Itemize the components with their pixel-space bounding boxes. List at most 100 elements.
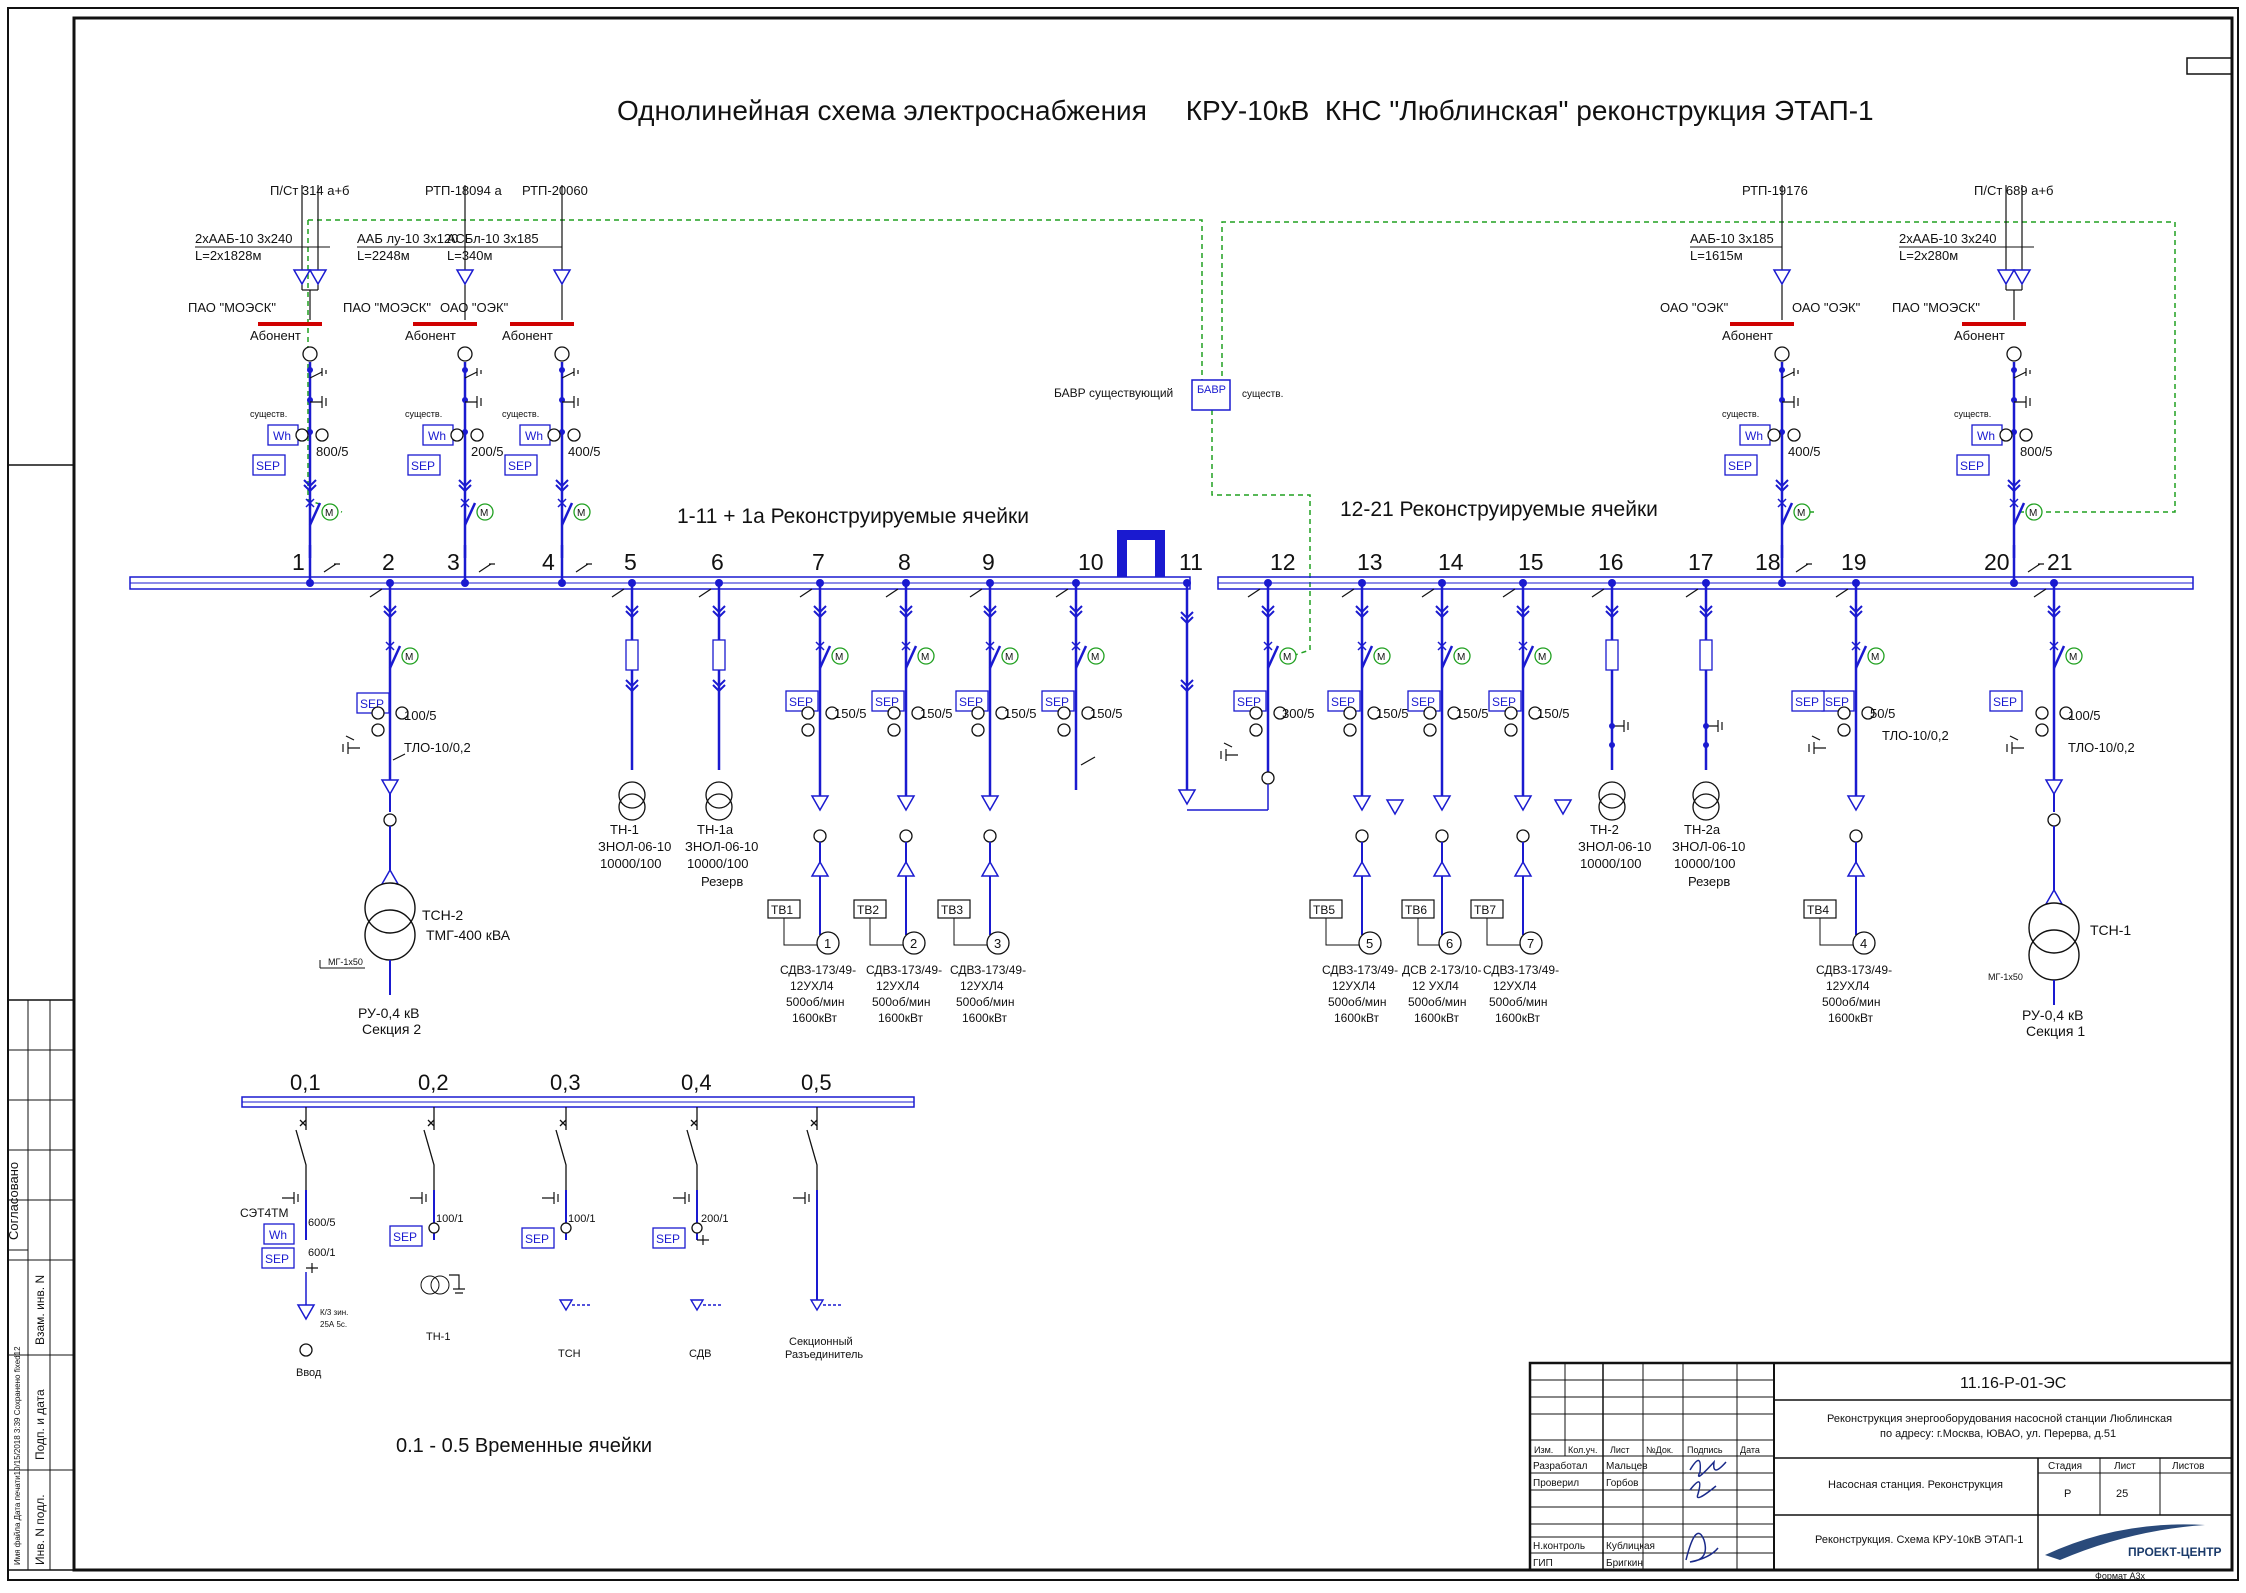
sep-relay-label: SEP xyxy=(1411,695,1435,709)
cell-number: 10 xyxy=(1078,549,1104,575)
junction-dot xyxy=(2011,429,2017,435)
meter-label: Wh xyxy=(273,429,291,443)
tv-label: ТВ5 xyxy=(1313,903,1335,917)
motor-icon xyxy=(816,931,840,955)
tlo-label: ТЛО-10/0,2 xyxy=(404,740,471,755)
ct-ring-icon xyxy=(1057,706,1071,720)
earth-switch-icon xyxy=(342,742,360,754)
motor-icon xyxy=(1358,931,1382,955)
temp-k3b: 25А 5с. xyxy=(320,1320,347,1329)
ct-ring-icon xyxy=(1343,723,1357,737)
stamp-h-izm: Изм. xyxy=(1534,1445,1553,1455)
cable-end-up-icon xyxy=(980,860,1000,877)
junction-dot xyxy=(462,367,468,373)
plug-contact-icon xyxy=(303,479,317,493)
cable-end-down-icon xyxy=(1772,269,1792,286)
breaker-x-icon xyxy=(1263,641,1273,651)
earth-switch-icon xyxy=(1247,588,1261,598)
ct-icon xyxy=(306,1263,318,1273)
signature-3 xyxy=(1685,1532,1719,1563)
motor-type-1: ДСВ 2-173/10- xyxy=(1402,963,1482,977)
motor-drive-label: M xyxy=(405,652,413,663)
junction-dot xyxy=(1703,723,1709,729)
bus-tie-link xyxy=(1117,530,1165,577)
plug-contact-icon xyxy=(1261,605,1275,619)
temp-cell-number: 0,2 xyxy=(418,1070,449,1095)
breaker-x-icon xyxy=(985,641,995,651)
ct-ring-icon xyxy=(302,346,318,362)
feeder-source: П/Ст 314 а+б xyxy=(270,183,349,198)
vt-type: ЗНОЛ-06-10 xyxy=(1672,839,1745,854)
motor-drive-icon xyxy=(573,503,591,521)
feeder-org: ОАО "ОЭК" xyxy=(1660,300,1729,315)
junction-dot xyxy=(1358,579,1366,587)
temp-ct: 100/1 xyxy=(436,1213,464,1225)
feeder-cable: АСБл-10 3х185 xyxy=(447,231,539,246)
ct-ring-icon xyxy=(2059,706,2073,720)
cable-end-down-icon xyxy=(896,795,916,812)
stamp-h-sign: Подпись xyxy=(1687,1445,1723,1455)
plug-contact-icon xyxy=(1435,605,1449,619)
motor-drive-label: M xyxy=(1457,652,1465,663)
breaker-x-icon xyxy=(2049,641,2059,651)
ct-ring-icon xyxy=(299,1343,313,1357)
plug-contact-icon xyxy=(899,605,913,619)
breaker-icon xyxy=(560,502,574,526)
junction-dot xyxy=(1703,742,1709,748)
feeder-ct: 400/5 xyxy=(1788,444,1821,459)
motor-type-2: 12УХЛ4 xyxy=(1826,979,1870,993)
vt-ratio: 10000/100 xyxy=(687,856,748,871)
ct-icon xyxy=(697,1235,709,1245)
motor-drive-label: M xyxy=(1538,652,1546,663)
cable-end-down-icon xyxy=(380,779,400,796)
motor-icon xyxy=(902,931,926,955)
motor-drive-icon xyxy=(2025,503,2043,521)
junction-dot xyxy=(386,579,394,587)
vt-ratio: 10000/100 xyxy=(600,856,661,871)
feeder-org: ПАО "МОЭСК" xyxy=(1892,300,1980,315)
cell-number: 14 xyxy=(1438,549,1464,575)
cable-end-down-icon xyxy=(1385,799,1405,816)
ct-ring-icon xyxy=(1504,723,1518,737)
breaker-icon xyxy=(1521,645,1535,669)
cable-end-down-icon xyxy=(1352,795,1372,812)
motor-drive-label: M xyxy=(921,652,929,663)
vt-type: ЗНОЛ-06-10 xyxy=(685,839,758,854)
bavr-side: существ. xyxy=(1242,389,1283,400)
stamp-code: 11.16-Р-01-ЭС xyxy=(1960,1375,2066,1392)
stamp-h-list: Лист xyxy=(1610,1445,1630,1455)
sep-relay-box xyxy=(504,454,538,476)
breaker-x-icon xyxy=(815,641,825,651)
ct-ring-icon xyxy=(983,829,997,843)
ct-ring-icon xyxy=(428,1222,440,1234)
temp-section-title: 0.1 - 0.5 Временные ячейки xyxy=(396,1435,652,1457)
feeder-source: П/Ст 689 а+б xyxy=(1974,183,2053,198)
sep-relay-label: SEP xyxy=(1237,695,1261,709)
stamp-company: ПРОЕКТ-ЦЕНТР xyxy=(2128,1545,2222,1559)
power-transformer-icon xyxy=(2028,902,2080,954)
junction-dot xyxy=(986,579,994,587)
cell-number: 17 xyxy=(1688,549,1714,575)
feeder-exist: существ. xyxy=(405,409,442,419)
breaker-icon xyxy=(818,645,832,669)
breaker-icon xyxy=(904,645,918,669)
temp-cell-number: 0,5 xyxy=(801,1070,832,1095)
feeder-exist: существ. xyxy=(250,409,287,419)
sep-relay-box xyxy=(407,454,441,476)
temp-disconnector-icon xyxy=(555,1107,567,1190)
ct-ring-icon xyxy=(371,706,385,720)
temp-disconnector-icon xyxy=(686,1107,698,1190)
earth-switch-icon xyxy=(673,1192,690,1204)
sep-relay-label: SEP xyxy=(789,695,813,709)
feeder-exist: существ. xyxy=(502,409,539,419)
cable-end-down-icon xyxy=(980,795,1000,812)
motor-number: 6 xyxy=(1446,936,1453,951)
feeder-length: L=2248м xyxy=(357,248,410,263)
stamp-nk: Н.контроль xyxy=(1533,1541,1585,1552)
sep-relay-label: SEP xyxy=(1045,695,1069,709)
temp-cell-number: 0,3 xyxy=(550,1070,581,1095)
ct-ring-icon xyxy=(547,428,561,442)
breaker-x-icon xyxy=(1518,641,1528,651)
earth-switch-icon xyxy=(323,563,340,573)
